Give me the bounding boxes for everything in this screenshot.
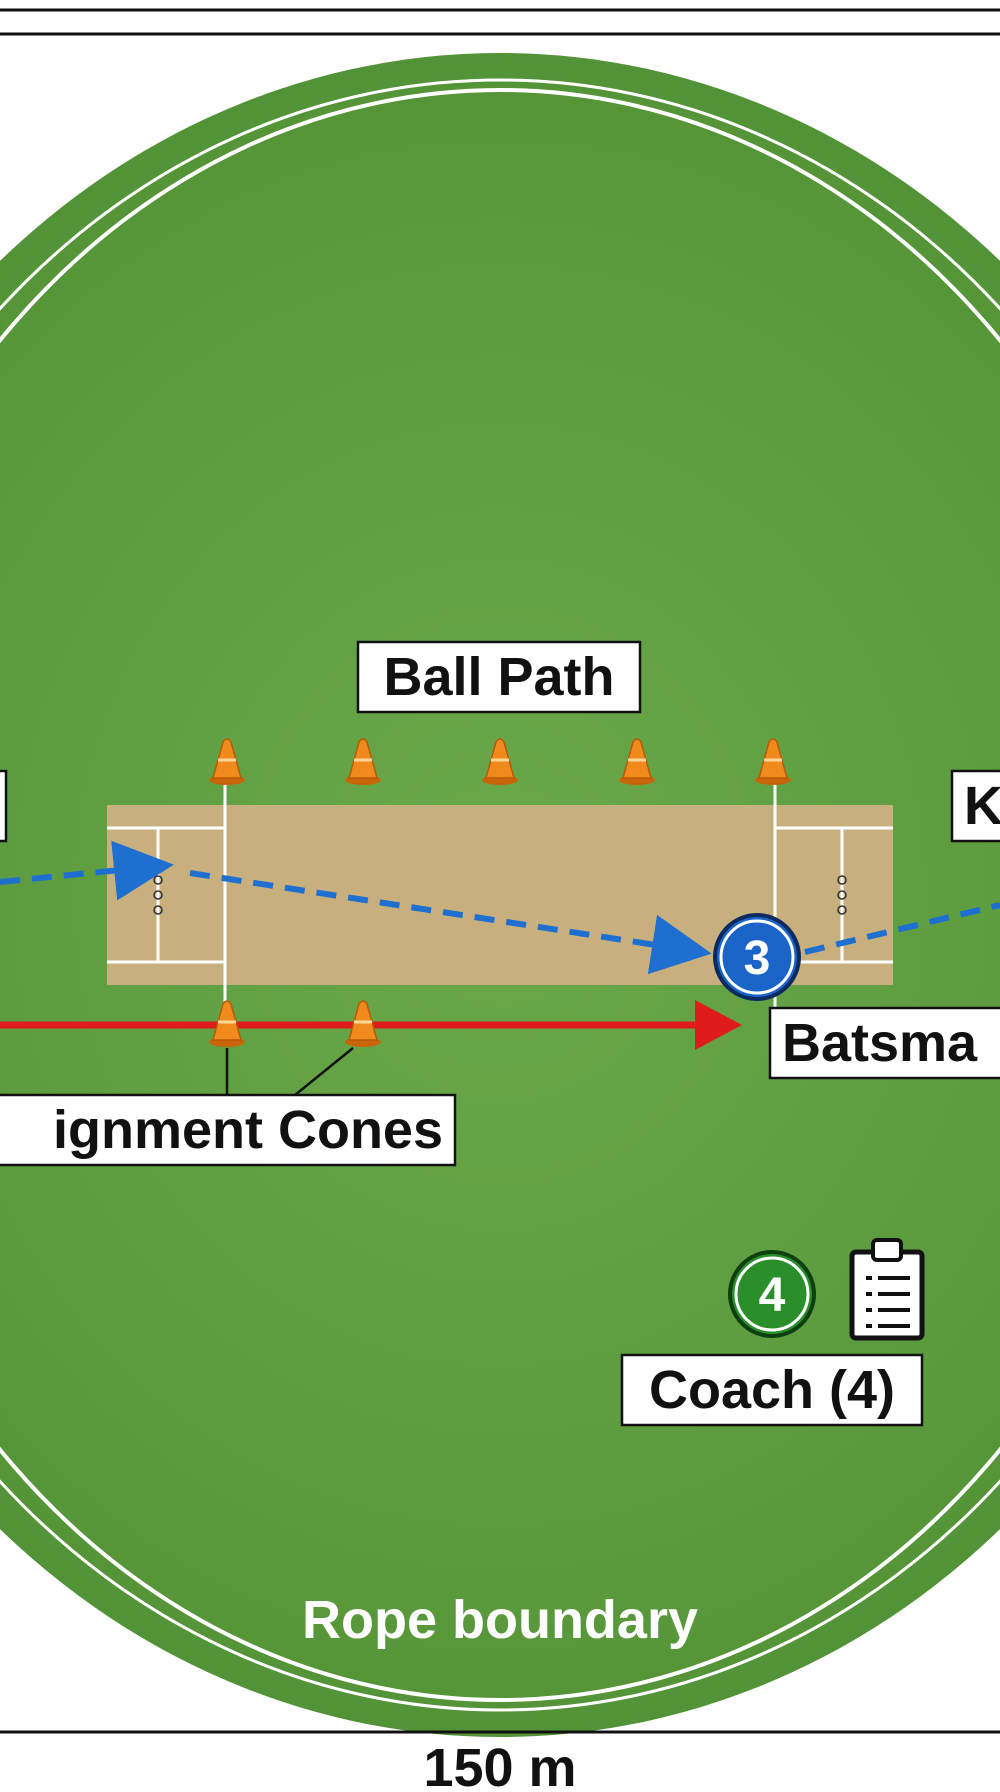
leader-line — [294, 1047, 354, 1096]
ball-path-text: Ball Path — [383, 647, 614, 707]
keeper-label: K — [950, 769, 1000, 843]
boundary-line-inner — [0, 88, 1000, 1702]
rope-boundary-text: Rope boundary — [302, 1590, 698, 1650]
batsman-text: Batsma — [782, 1013, 978, 1073]
alignment-cones-text: ignment Cones — [53, 1100, 443, 1160]
stumps-right — [837, 875, 847, 915]
rope-boundary-line — [0, 78, 1000, 1712]
batsman-number: 3 — [744, 932, 771, 985]
coach-marker: 4 — [728, 1250, 816, 1338]
batsman-marker: 3 — [713, 913, 801, 1001]
left-partial-label — [0, 769, 8, 843]
keeper-text: K — [964, 776, 1000, 836]
ball-path-arrows — [0, 840, 1000, 975]
coach-text: Coach (4) — [649, 1360, 895, 1420]
alignment-cones-label: ignment Cones — [0, 1093, 457, 1167]
batsman-run-arrow — [0, 1000, 742, 1050]
coach-label: Coach (4) — [620, 1353, 924, 1427]
batsman-label: Batsma — [768, 1006, 1000, 1080]
ball-path-label: Ball Path — [356, 640, 642, 714]
clipboard-icon — [849, 1238, 925, 1341]
dimension-text: 150 m — [423, 1738, 576, 1792]
coach-number: 4 — [759, 1269, 786, 1322]
